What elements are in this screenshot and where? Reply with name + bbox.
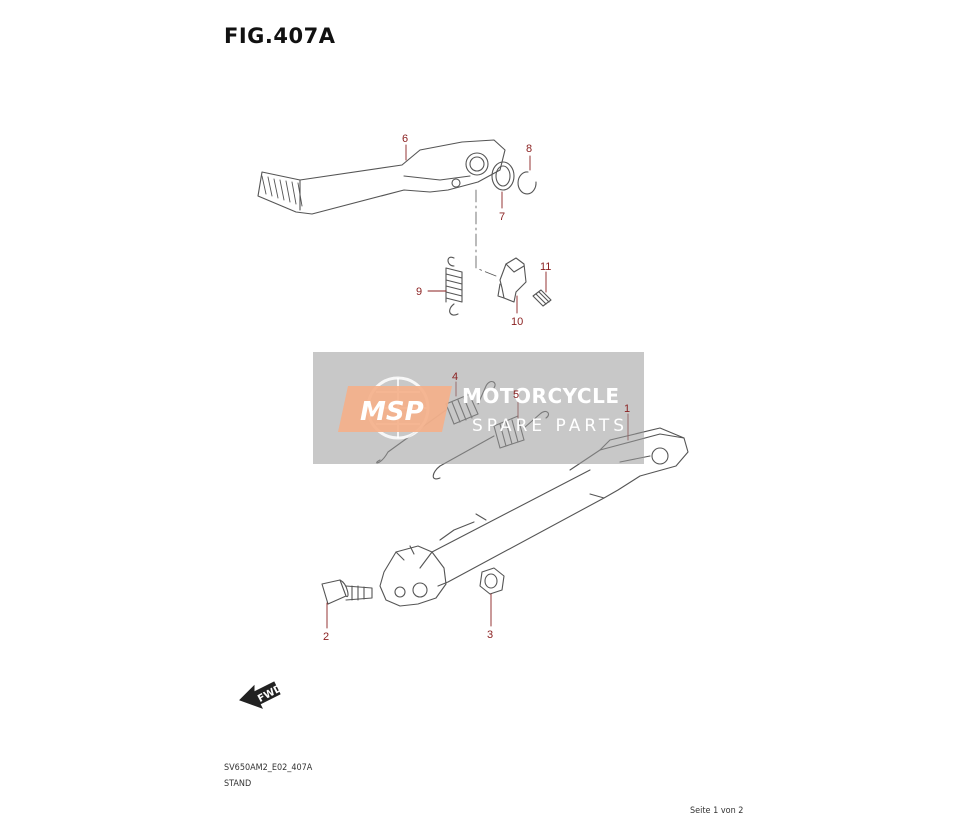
bolt-2-part[interactable] [321, 579, 373, 605]
spring-9-part[interactable] [445, 256, 463, 316]
group-name: STAND [224, 779, 252, 789]
callout-3: 3 [487, 629, 493, 641]
page-indicator: Seite 1 von 2 [690, 806, 744, 816]
callout-8: 8 [526, 143, 532, 155]
watermark: MSP MOTORCYCLE SPARE PARTS [313, 352, 644, 464]
callout-9: 9 [416, 286, 422, 298]
pedal-part[interactable] [257, 139, 506, 215]
callout-5: 5 [513, 389, 519, 401]
washer-part[interactable] [491, 161, 515, 191]
callout-1: 1 [624, 403, 630, 415]
callout-7: 7 [499, 211, 505, 223]
side-stand-part[interactable] [379, 427, 689, 607]
callout-4: 4 [452, 371, 458, 383]
bracket-part[interactable] [497, 257, 527, 303]
circlip-part[interactable] [517, 171, 537, 195]
diagram-code: SV650AM2_E02_407A [224, 763, 313, 773]
callout-2: 2 [323, 631, 329, 643]
callout-10: 10 [511, 316, 523, 328]
nut-3-part[interactable] [479, 567, 505, 595]
watermark-line1: MOTORCYCLE [462, 384, 619, 408]
watermark-logo: MSP [360, 397, 424, 427]
figure-title: FIG.407A [224, 24, 336, 48]
watermark-line2: SPARE PARTS [472, 416, 628, 436]
bolt-11-part[interactable] [532, 289, 552, 307]
callout-11: 11 [540, 261, 551, 273]
callout-6: 6 [402, 133, 408, 145]
fwd-arrow-icon: FWD [239, 681, 284, 709]
